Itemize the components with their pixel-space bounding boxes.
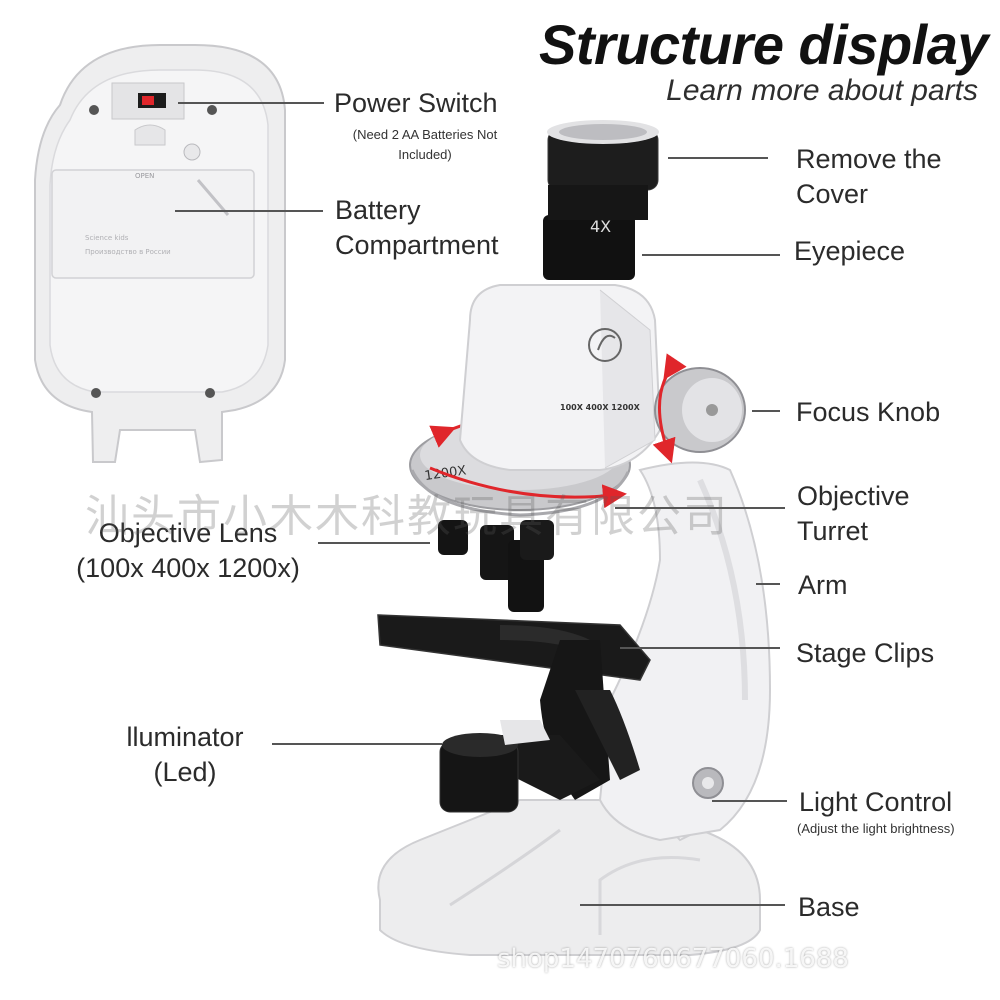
label-stage-clips: Stage Clips bbox=[796, 638, 935, 668]
label-objective-lens-2: (100x 400x 1200x) bbox=[76, 553, 300, 583]
leader-objective-lens bbox=[318, 542, 430, 544]
leader-battery bbox=[175, 210, 323, 212]
leader-remove-cover bbox=[668, 157, 768, 159]
eyepiece: 4X bbox=[543, 120, 659, 280]
label-eyepiece: Eyepiece bbox=[794, 236, 906, 266]
objective-lenses bbox=[438, 520, 554, 612]
label-base: Base bbox=[798, 892, 860, 922]
label-objective-turret-2: Turret bbox=[797, 516, 869, 546]
svg-text:Science kids: Science kids bbox=[85, 234, 129, 242]
label-illuminator-1: lluminator bbox=[126, 722, 244, 752]
note-light-control: (Adjust the light brightness) bbox=[797, 821, 955, 836]
leader-illuminator bbox=[272, 743, 442, 745]
leader-power-switch bbox=[178, 102, 324, 104]
base-bottom-view: OPEN Science kids Производство в России bbox=[34, 44, 286, 464]
shop-watermark: shop1470760677060.1688 bbox=[497, 944, 849, 974]
leader-objective-turret bbox=[615, 507, 785, 509]
label-battery-1: Battery bbox=[335, 195, 421, 225]
focus-knob bbox=[652, 353, 746, 464]
label-remove-cover-2: Cover bbox=[796, 179, 869, 209]
microscope-head: 100X 400X 1200X bbox=[458, 284, 662, 471]
leader-focus-knob bbox=[752, 410, 780, 412]
svg-text:Производство в России: Производство в России bbox=[85, 248, 171, 256]
label-battery-2: Compartment bbox=[335, 230, 499, 260]
stage bbox=[377, 614, 651, 800]
leader-eyepiece bbox=[642, 254, 780, 256]
eyepiece-mark: 4X bbox=[590, 217, 611, 236]
label-objective-lens-1: Objective Lens bbox=[98, 518, 278, 548]
leader-light-control bbox=[712, 800, 787, 802]
label-objective-turret-1: Objective bbox=[797, 481, 910, 511]
leader-arm bbox=[756, 583, 780, 585]
label-focus-knob: Focus Knob bbox=[796, 397, 941, 427]
note-power-switch-1: (Need 2 AA Batteries Not bbox=[352, 127, 498, 142]
label-arm: Arm bbox=[798, 570, 848, 600]
illuminator bbox=[439, 720, 600, 813]
battery-compartment-cover bbox=[51, 169, 255, 279]
leader-base bbox=[580, 904, 785, 906]
page-subtitle: Learn more about parts bbox=[666, 74, 978, 107]
page-title: Structure display bbox=[539, 13, 988, 76]
label-remove-cover-1: Remove the bbox=[796, 144, 942, 174]
svg-text:OPEN: OPEN bbox=[135, 172, 154, 180]
note-power-switch-2: Included) bbox=[398, 147, 452, 162]
leader-stage-clips bbox=[620, 647, 780, 649]
label-power-switch: Power Switch bbox=[334, 88, 498, 118]
label-illuminator-2: (Led) bbox=[153, 757, 217, 787]
label-light-control: Light Control bbox=[799, 787, 953, 817]
microscope-arm bbox=[598, 461, 772, 842]
magnification-mark: 100X 400X 1200X bbox=[560, 403, 641, 412]
